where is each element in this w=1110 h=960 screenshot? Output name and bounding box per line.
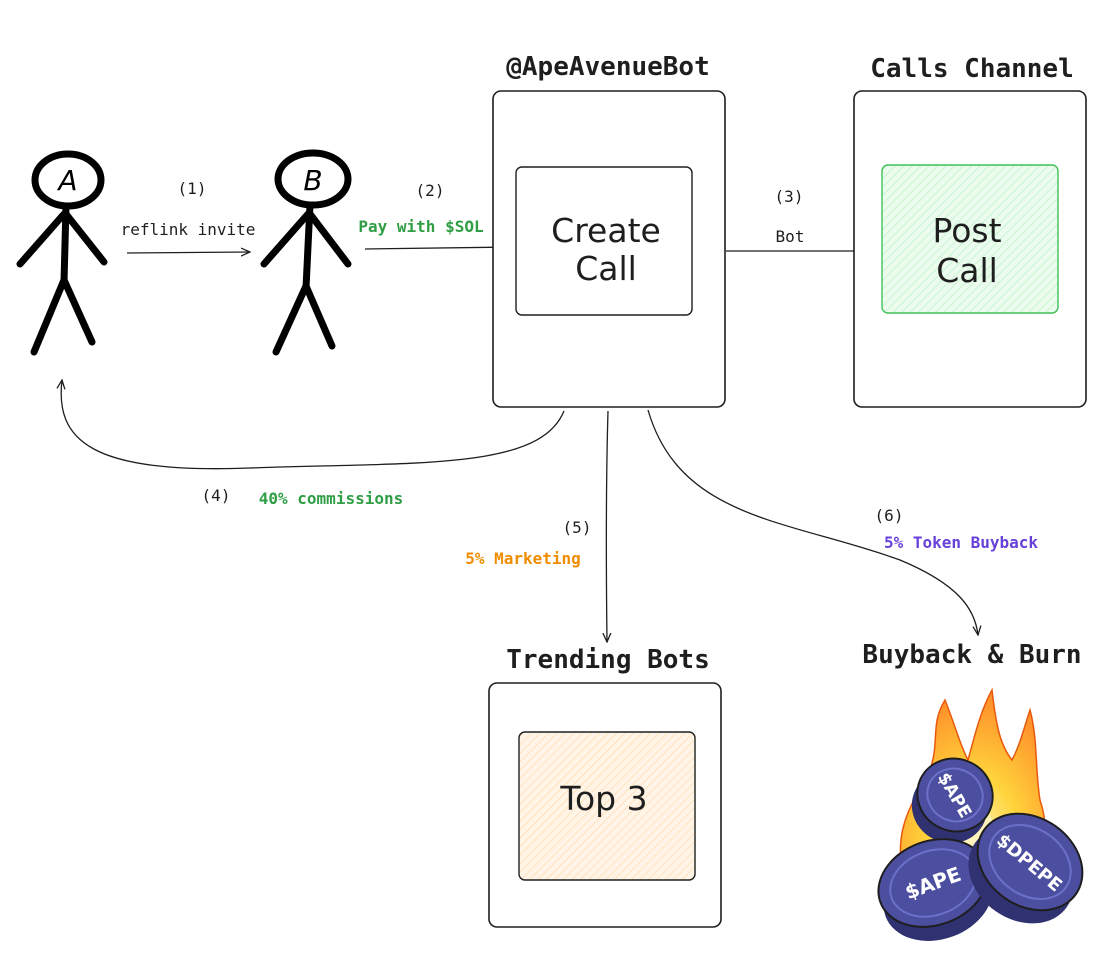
step-5-number: (5) [563, 518, 592, 537]
step-1-number: (1) [178, 179, 207, 198]
actor-a-left-arm [16, 210, 68, 268]
create-call-line1: Create [551, 211, 661, 250]
top3-box [518, 731, 696, 881]
step-5-label: 5% Marketing [465, 549, 581, 568]
arrow-bot-to-a [61, 380, 565, 470]
trending-box-title: Trending Bots [506, 645, 710, 675]
actor-a-label: A [56, 164, 77, 197]
actor-b-right-arm [306, 210, 352, 268]
bot-box-title: @ApeAvenueBot [506, 52, 710, 82]
arrow-bot-to-trending [606, 410, 608, 642]
step-1-label: reflink invite [121, 220, 256, 239]
coin-ape-top [911, 757, 994, 844]
create-call-line2: Call [575, 249, 637, 288]
actor-b-left-arm [260, 210, 312, 268]
step-4-number: (4) [202, 486, 231, 505]
step-3-number: (3) [775, 187, 804, 206]
top3-label: Top 3 [559, 779, 647, 818]
post-call-box [881, 164, 1059, 314]
post-call-line2: Call [936, 251, 998, 290]
burn-title: Buyback & Burn [862, 640, 1081, 670]
actor-b-right-leg [302, 282, 336, 350]
arrow-bot-to-burn [647, 409, 978, 635]
step-4-label: 40% commissions [259, 489, 404, 508]
arrow-b-to-bot [364, 247, 514, 249]
coin-dpepe [968, 812, 1084, 924]
create-call-box [515, 166, 693, 316]
step-2-label: Pay with $SOL [358, 217, 483, 236]
step-2-number: (2) [416, 181, 445, 200]
step-6-label: 5% Token Buyback [884, 533, 1038, 552]
actor-a-right-leg [60, 276, 96, 346]
actor-a-figure [16, 150, 108, 356]
actor-b-figure [260, 149, 352, 356]
burn-illustration: $APE $APE $DPEPE [877, 687, 1084, 941]
actor-a-left-leg [30, 276, 68, 356]
post-call-line1: Post [932, 211, 1001, 250]
actor-b-label: B [303, 164, 322, 197]
step-6-number: (6) [875, 506, 904, 525]
calls-box-title: Calls Channel [870, 54, 1074, 84]
arrow-a-to-b [126, 252, 250, 253]
actor-a-right-arm [62, 210, 108, 266]
actor-b-left-leg [272, 282, 310, 356]
step-3-label: Bot [776, 227, 805, 246]
